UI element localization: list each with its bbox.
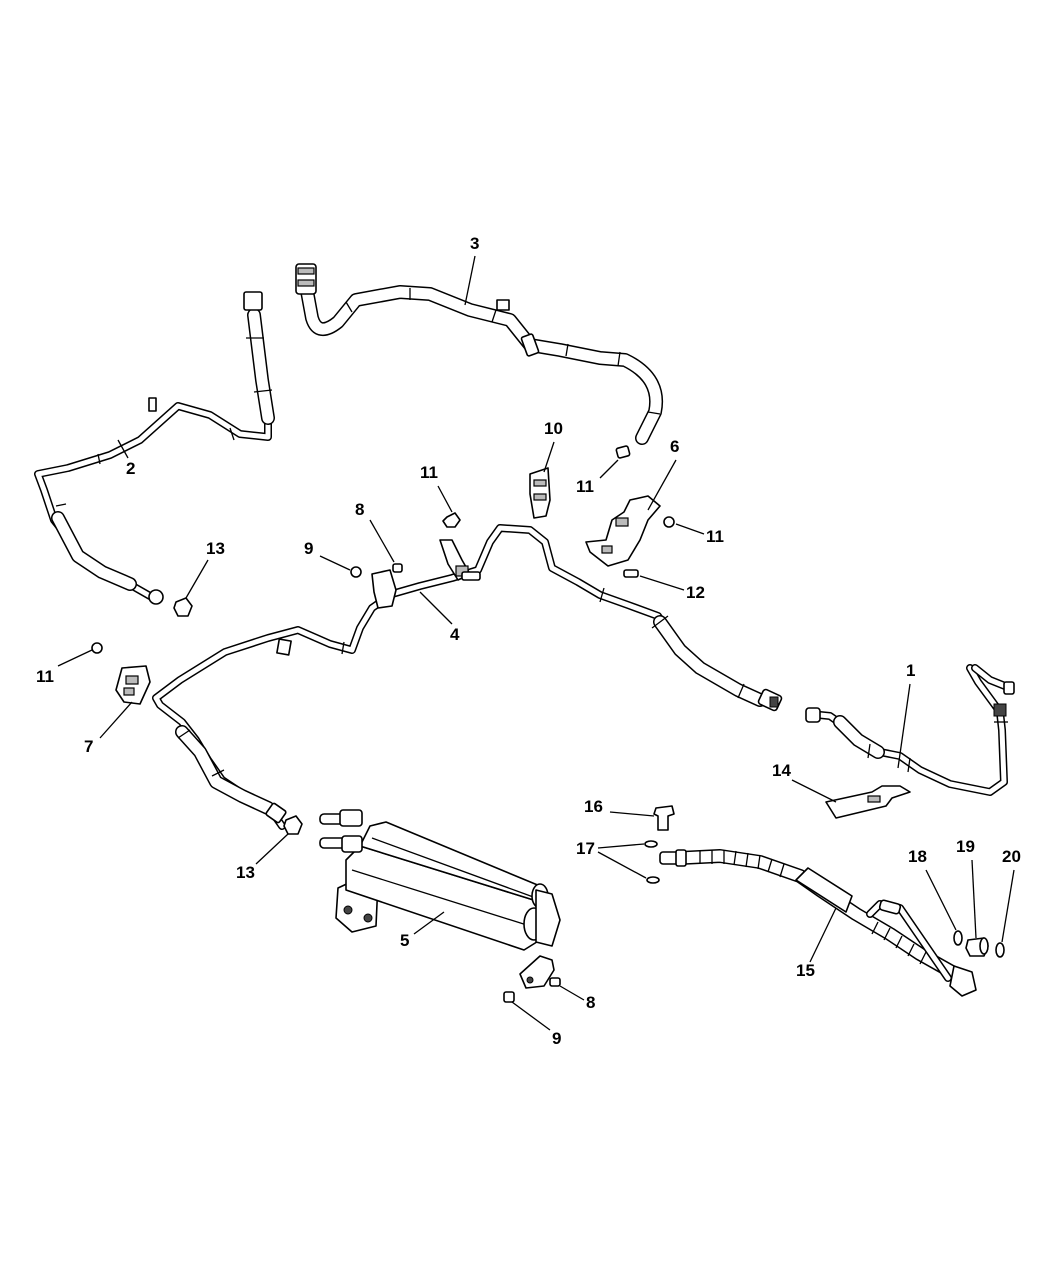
callout-19: 19 [956, 837, 977, 939]
callout-6: 6 [647, 437, 679, 511]
part-13-cap-lower[interactable] [283, 815, 303, 835]
callout-11-mid-label: 11 [420, 463, 438, 482]
part-13-cap-upper[interactable] [173, 597, 193, 617]
callout-11-right-label: 11 [706, 527, 724, 546]
callout-17-label: 17 [576, 839, 595, 858]
part-10-clip[interactable] [529, 467, 551, 519]
callout-9-upper: 9 [304, 539, 351, 571]
callout-9-lower: 9 [511, 1001, 561, 1048]
callout-17: 17 [576, 839, 647, 879]
callout-2: 2 [117, 439, 135, 478]
callout-12-label: 12 [686, 583, 705, 602]
part-8-bolt-upper[interactable] [392, 563, 403, 573]
callout-3-label: 3 [470, 234, 479, 253]
callout-11-mid: 11 [420, 463, 453, 513]
part-12-bolt[interactable] [623, 569, 639, 578]
part-5-cooler[interactable] [319, 809, 561, 989]
callout-14-label: 14 [772, 761, 791, 780]
callout-10-label: 10 [544, 419, 563, 438]
callout-13-upper-label: 13 [206, 539, 225, 558]
callout-7-label: 7 [84, 737, 93, 756]
callout-13-lower: 13 [236, 833, 289, 882]
part-20-o-ring[interactable] [995, 942, 1005, 958]
part-9-bolt-upper[interactable] [350, 566, 362, 578]
part-6-bracket[interactable] [585, 495, 661, 567]
callout-5-label: 5 [400, 931, 409, 950]
callout-20-label: 20 [1002, 847, 1021, 866]
callout-15: 15 [796, 907, 837, 980]
callout-7: 7 [84, 701, 133, 756]
callout-8-upper-label: 8 [355, 500, 364, 519]
callout-9-lower-label: 9 [552, 1029, 561, 1048]
callout-16-label: 16 [584, 797, 603, 816]
callout-11-left-label: 11 [36, 667, 54, 686]
part-16-fitting[interactable] [653, 805, 675, 831]
part-15-hose[interactable] [659, 849, 977, 997]
callout-8-lower-label: 8 [586, 993, 595, 1012]
callout-6-label: 6 [670, 437, 679, 456]
part-1-tube[interactable] [805, 664, 1015, 796]
part-11-nut-mid[interactable] [442, 512, 461, 528]
callout-4-label: 4 [450, 625, 460, 644]
part-9-bolt-lower[interactable] [503, 991, 515, 1003]
part-18-o-ring[interactable] [953, 930, 963, 946]
part-7-bracket[interactable] [115, 665, 151, 705]
callout-11-left: 11 [36, 649, 93, 686]
callout-8-upper: 8 [355, 500, 395, 563]
callout-11-upper-right-label: 11 [576, 477, 594, 496]
callout-13-lower-label: 13 [236, 863, 255, 882]
part-11-nut-right[interactable] [663, 516, 675, 528]
callout-2-label: 2 [126, 459, 135, 478]
callout-4: 4 [419, 591, 460, 644]
callout-11-right: 11 [675, 523, 724, 546]
part-19-fitting[interactable] [965, 937, 989, 957]
part-14-bracket[interactable] [825, 785, 911, 819]
callout-5: 5 [400, 911, 445, 950]
callout-12: 12 [639, 575, 705, 602]
callout-10: 10 [543, 419, 563, 473]
callout-11-upper-right: 11 [576, 459, 619, 496]
part-2-tube[interactable] [34, 291, 275, 605]
part-3-hose-assembly[interactable] [295, 263, 664, 445]
callout-20: 20 [1001, 847, 1021, 943]
part-4-tube[interactable] [152, 524, 783, 830]
callout-15-label: 15 [796, 961, 815, 980]
callout-16: 16 [584, 797, 655, 817]
callout-3: 3 [464, 234, 479, 306]
callout-1-label: 1 [906, 661, 915, 680]
callout-8-lower: 8 [559, 985, 595, 1012]
part-17-o-rings[interactable] [644, 840, 660, 884]
callout-14: 14 [772, 761, 837, 803]
part-8-bolt-lower[interactable] [549, 977, 561, 987]
part-11-nut-upper-right[interactable] [615, 445, 631, 459]
callout-13-upper: 13 [185, 539, 225, 599]
callout-19-label: 19 [956, 837, 975, 856]
callout-1: 1 [897, 661, 915, 769]
callout-18-label: 18 [908, 847, 927, 866]
callout-9-upper-label: 9 [304, 539, 313, 558]
part-11-nut-left[interactable] [91, 642, 103, 654]
callout-18: 18 [908, 847, 957, 931]
